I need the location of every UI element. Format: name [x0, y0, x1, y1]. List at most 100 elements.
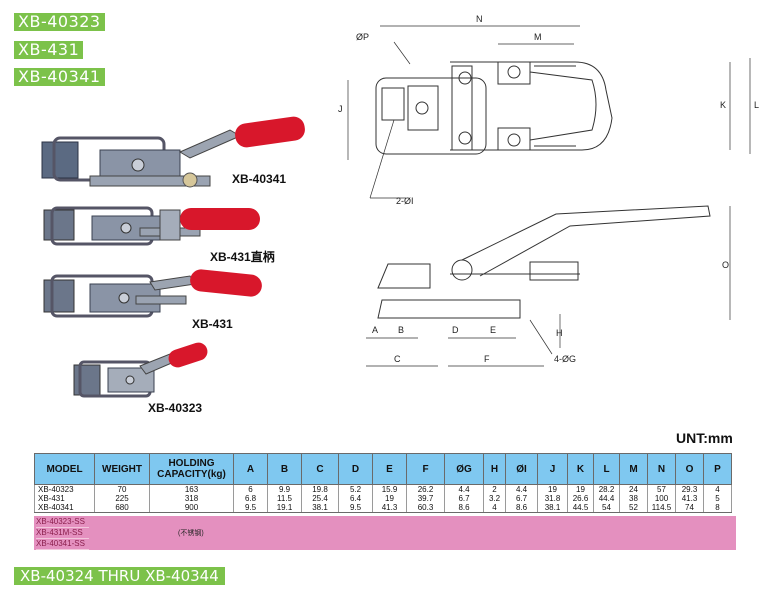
model-tag-1: XB-40323 — [14, 13, 105, 31]
header-cell: H — [483, 453, 506, 485]
table-cell: XB-431 — [34, 494, 95, 503]
dim-label-n: N — [476, 14, 483, 24]
table-cell: 57 — [647, 484, 676, 494]
top-view-slot — [407, 85, 439, 131]
dim-label-l: L — [754, 100, 759, 110]
table-cell: 6.4 — [338, 494, 373, 503]
table-cell: 9.5 — [338, 503, 373, 513]
spec-table: MODEL WEIGHT HOLDING CAPACITY(kg) A B C … — [34, 453, 732, 513]
table-cell: 9.5 — [233, 503, 268, 513]
table-cell: 114.5 — [647, 503, 676, 513]
header-cell: O — [675, 453, 704, 485]
header-cell: C — [301, 453, 339, 485]
dim-label-g: 4-ØG — [554, 354, 576, 364]
dim-label-h: H — [556, 328, 563, 338]
table-cell: 15.9 — [372, 484, 407, 494]
table-cell: 4.4 — [505, 484, 538, 494]
table-cell: 54 — [593, 503, 620, 513]
ss-model-3: XB-40341-SS — [36, 539, 89, 550]
ss-model-1: XB-40323-SS — [36, 517, 89, 528]
table-cell: 11.5 — [267, 494, 302, 503]
model-tag-2: XB-431 — [14, 41, 84, 59]
clamp-photo-xb431-straight — [43, 206, 260, 246]
table-cell: 19 — [567, 484, 594, 494]
header-cell: P — [703, 453, 732, 485]
table-cell: 6.8 — [233, 494, 268, 503]
table-cell: 24 — [619, 484, 648, 494]
dim-label-a: A — [372, 325, 378, 335]
header-cell: M — [619, 453, 648, 485]
header-cell: N — [647, 453, 676, 485]
top-view-base — [451, 65, 473, 151]
ss-model-2: XB-431M-SS — [36, 528, 89, 539]
header-cell: ØG — [444, 453, 484, 485]
ss-note-text: 不锈钢 — [180, 530, 202, 537]
dim-label-p: ØP — [356, 32, 369, 42]
table-row: XB-40323 70 163 6 9.9 19.8 5.2 15.9 26.2… — [34, 484, 732, 494]
table-cell: 44.5 — [567, 503, 594, 513]
table-cell: 8 — [703, 503, 732, 513]
table-header-row: MODEL WEIGHT HOLDING CAPACITY(kg) A B C … — [34, 453, 732, 485]
side-view-handle — [461, 205, 711, 277]
ss-note: (不锈钢) — [178, 530, 204, 537]
table-cell: 19 — [537, 484, 568, 494]
table-cell: 70 — [94, 484, 150, 494]
dim-label-i: 2-ØI — [396, 196, 414, 206]
table-cell: 900 — [149, 503, 234, 513]
header-cell: F — [406, 453, 445, 485]
header-cell: ØI — [505, 453, 538, 485]
dim-label-j: J — [338, 104, 343, 114]
header-cell: A — [233, 453, 268, 485]
model-tag-3: XB-40341 — [14, 68, 105, 86]
table-cell: 3.2 — [483, 494, 506, 503]
table-cell: 225 — [94, 494, 150, 503]
dim-label-o: O — [722, 260, 729, 270]
table-cell: 19 — [372, 494, 407, 503]
dim-label-b: B — [398, 325, 404, 335]
dim-label-e: E — [490, 325, 496, 335]
top-view-handle-inner — [529, 71, 597, 141]
table-cell: 6.7 — [444, 494, 484, 503]
table-cell: 28.2 — [593, 484, 620, 494]
header-cell: HOLDING CAPACITY(kg) — [149, 453, 234, 485]
photo-label-xb431-straight: XB-431直柄 — [210, 250, 275, 264]
table-cell: 100 — [647, 494, 676, 503]
table-cell: 9.9 — [267, 484, 302, 494]
clamp-photo-xb40323 — [73, 342, 208, 398]
header-cell: E — [372, 453, 407, 485]
table-cell: 31.8 — [537, 494, 568, 503]
photo-label-xb431: XB-431 — [192, 317, 233, 331]
table-row: XB-40341 680 900 9.5 19.1 38.1 9.5 41.3 … — [34, 503, 732, 513]
table-row: XB-431 225 318 6.8 11.5 25.4 6.4 19 39.7… — [34, 494, 732, 503]
table-cell: 60.3 — [406, 503, 445, 513]
table-cell: 26.2 — [406, 484, 445, 494]
table-cell: 4 — [703, 484, 732, 494]
dim-label-f: F — [484, 354, 490, 364]
table-cell: 25.4 — [301, 494, 339, 503]
top-view-latch — [375, 77, 487, 155]
table-cell: 163 — [149, 484, 234, 494]
unit-label: UNT:mm — [676, 430, 733, 446]
top-view-hook — [381, 87, 405, 121]
table-cell: 38 — [619, 494, 648, 503]
table-cell: 8.6 — [444, 503, 484, 513]
table-cell: 39.7 — [406, 494, 445, 503]
table-cell: 19.8 — [301, 484, 339, 494]
table-cell: 6 — [233, 484, 268, 494]
table-cell: 26.6 — [567, 494, 594, 503]
top-view-handle — [450, 61, 613, 151]
table-cell: 41.3 — [675, 494, 704, 503]
header-cell: WEIGHT — [94, 453, 150, 485]
table-cell: 19.1 — [267, 503, 302, 513]
header-cell: MODEL — [34, 453, 95, 485]
dim-label-d: D — [452, 325, 459, 335]
table-cell: 74 — [675, 503, 704, 513]
table-cell: 8.6 — [505, 503, 538, 513]
side-view-nut — [529, 261, 579, 281]
clamp-photo-xb40341 — [41, 116, 305, 188]
table-cell: 318 — [149, 494, 234, 503]
side-view-base — [377, 299, 521, 319]
header-cell: L — [593, 453, 620, 485]
table-cell: 38.1 — [537, 503, 568, 513]
table-cell: 41.3 — [372, 503, 407, 513]
